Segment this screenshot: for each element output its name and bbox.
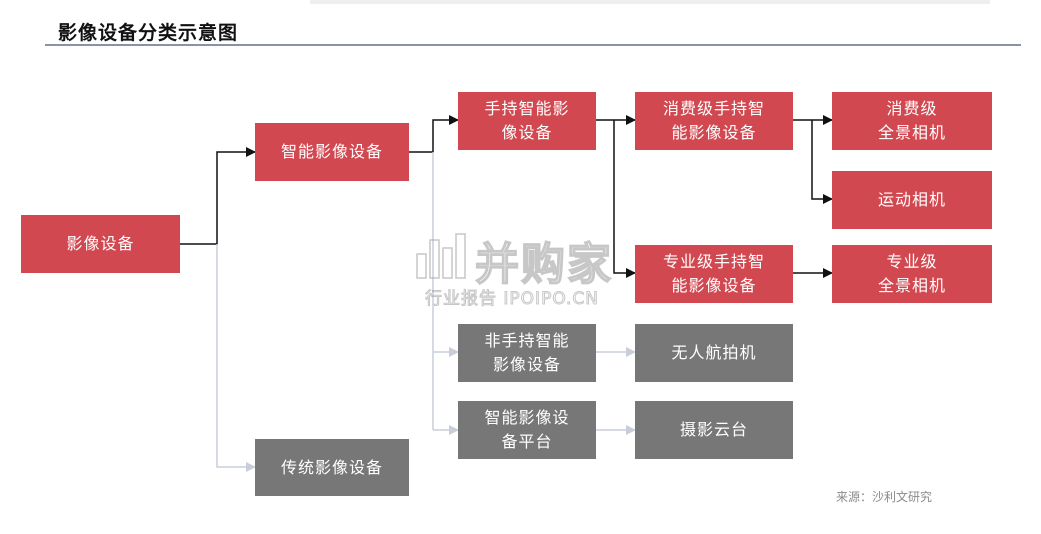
node-smart-platform: 智能影像设 备平台 <box>458 401 596 459</box>
node-traditional-imaging-devices-label: 传统影像设备 <box>280 457 383 477</box>
node-consumer-handheld-label: 消费级手持智 能影像设备 <box>662 99 765 142</box>
node-gimbal: 摄影云台 <box>635 401 793 459</box>
node-action-camera-label: 运动相机 <box>877 190 946 209</box>
link-root-traditional <box>216 244 256 472</box>
node-consumer-handheld: 消费级手持智 能影像设备 <box>635 92 793 150</box>
node-gimbal-label: 摄影云台 <box>679 420 748 439</box>
node-non-handheld-smart-label: 非手持智能 影像设备 <box>484 331 570 374</box>
top-decoration-bar <box>310 0 990 4</box>
node-handheld-smart: 手持智能影 像设备 <box>458 92 596 150</box>
node-smart-imaging-devices-label: 智能影像设备 <box>280 142 383 161</box>
node-handheld-smart-label: 手持智能影 像设备 <box>484 99 570 142</box>
node-pro-360-camera: 专业级 全景相机 <box>832 245 992 303</box>
node-pro-handheld-label: 专业级手持智 能影像设备 <box>662 252 765 295</box>
node-consumer-360-camera: 消费级 全景相机 <box>832 92 992 150</box>
node-drone: 无人航拍机 <box>635 324 793 382</box>
page-title: 影像设备分类示意图 <box>58 22 239 44</box>
source-note: 来源：沙利文研究 <box>836 490 933 504</box>
link-root-smart <box>180 147 256 245</box>
node-pro-handheld: 专业级手持智 能影像设备 <box>635 245 793 303</box>
node-imaging-devices-label: 影像设备 <box>66 234 135 253</box>
title-divider <box>45 44 1021 46</box>
node-imaging-devices: 影像设备 <box>21 215 180 273</box>
link-handheld-pro <box>613 120 636 278</box>
node-drone-label: 无人航拍机 <box>671 343 757 362</box>
node-action-camera: 运动相机 <box>832 171 992 229</box>
link-consumer-action <box>811 120 833 204</box>
node-pro-360-camera-label: 专业级 全景相机 <box>877 252 946 295</box>
node-smart-imaging-devices: 智能影像设备 <box>255 123 409 181</box>
node-consumer-360-camera-label: 消费级 全景相机 <box>877 99 946 142</box>
node-traditional-imaging-devices: 传统影像设备 <box>255 439 409 496</box>
node-non-handheld-smart: 非手持智能 影像设备 <box>458 324 596 382</box>
link-smart-handheld <box>409 115 459 153</box>
node-smart-platform-label: 智能影像设 备平台 <box>484 408 570 451</box>
